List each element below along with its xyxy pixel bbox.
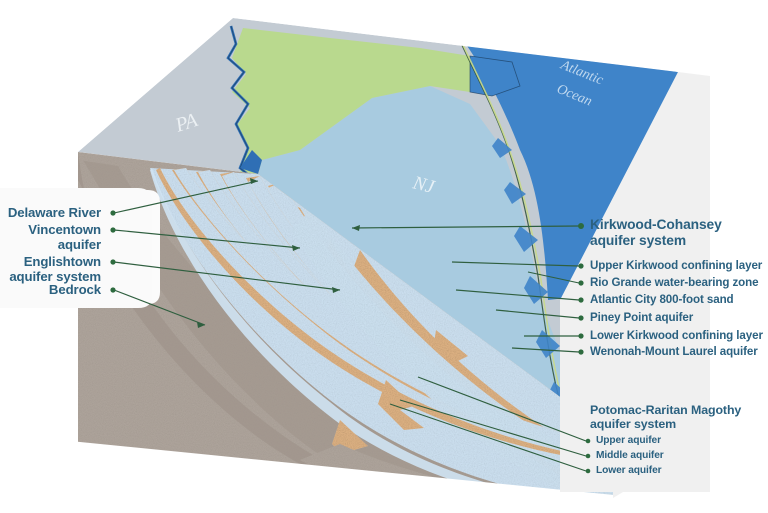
label-lower-kirkwood-confining-layer: Lower Kirkwood confining layer [590, 329, 763, 342]
leader-upper-kirkwood [451, 261, 580, 267]
left-label-panel [0, 188, 160, 308]
leader-upper-aquifer [417, 376, 587, 442]
bedrock-base [300, 444, 613, 498]
dot-upper-kirkwood [578, 263, 584, 269]
dot-rio-grande [578, 280, 584, 286]
label-middle-aquifer: Middle aquifer [596, 450, 664, 461]
dot-delaware-river [110, 210, 116, 216]
leader-rio-grande [527, 271, 580, 284]
dot-piney-point [578, 315, 584, 321]
leader-arrowheads [197, 178, 360, 328]
dot-lower-aquifer [585, 468, 591, 474]
leader-atlantic-city-sand [455, 289, 580, 301]
label-delaware-river: Delaware River [7, 205, 101, 220]
leader-middle-aquifer [399, 399, 587, 457]
dot-englishtown [110, 259, 116, 265]
leader-lower-aquifer [389, 403, 587, 472]
label-piney-point-aquifer: Piney Point aquifer [590, 311, 694, 324]
label-bedrock: Bedrock [48, 282, 101, 297]
label-upper-aquifer: Upper aquifer [596, 435, 661, 446]
dot-atlantic-city-sand [578, 297, 584, 303]
label-lower-aquifer: Lower aquifer [596, 465, 662, 476]
right-label-panel [560, 72, 710, 492]
label-vincentown-aquifer: Vincentown aquifer [28, 222, 101, 253]
clay-layers [174, 168, 613, 498]
sand-tongue-1 [432, 330, 480, 382]
leader-bedrock [113, 289, 206, 326]
dot-kirkwood-cohansey [578, 223, 584, 229]
leader-lines [113, 180, 587, 472]
dot-lower-kirkwood [578, 333, 584, 339]
map-top-surface: PA NJ Atlantic Ocean [78, 18, 678, 436]
dot-wenonah [578, 349, 584, 355]
dot-upper-aquifer [585, 438, 591, 444]
label-kirkwood-cohansey-aquifer-system: Kirkwood-Cohansey aquifer system [590, 217, 722, 248]
sand-tongue-4 [332, 420, 376, 468]
label-potomac-raritan-magothy-aquifer-system: Potomac-Raritan Magothy aquifer system [590, 403, 742, 432]
leader-piney-point [495, 309, 580, 319]
leader-vincentown [113, 229, 301, 249]
leader-wenonah [511, 347, 580, 353]
leader-englishtown [113, 261, 341, 291]
dot-middle-aquifer [585, 453, 591, 459]
clay-lower-mass [292, 208, 613, 498]
label-atlantic-city-800-foot-sand: Atlantic City 800-foot sand [590, 293, 734, 306]
leader-kirkwood-cohansey [351, 225, 580, 229]
leader-delaware-river [113, 180, 259, 214]
label-upper-kirkwood-confining-layer: Upper Kirkwood confining layer [590, 259, 763, 272]
barrier-islands [458, 35, 560, 389]
label-englishtown-aquifer-system: Englishtown aquifer system [9, 254, 101, 285]
bedrock-left-wedge [78, 152, 340, 468]
leader-dots [110, 210, 591, 474]
label-wenonah-mount-laurel-aquifer: Wenonah-Mount Laurel aquifer [590, 345, 758, 358]
land-area [232, 28, 470, 174]
delaware-river-outline [227, 25, 251, 177]
label-rio-grande-water-bearing-zone: Rio Grande water-bearing zone [590, 276, 759, 289]
dot-bedrock [110, 287, 116, 293]
dot-vincentown [110, 227, 116, 233]
